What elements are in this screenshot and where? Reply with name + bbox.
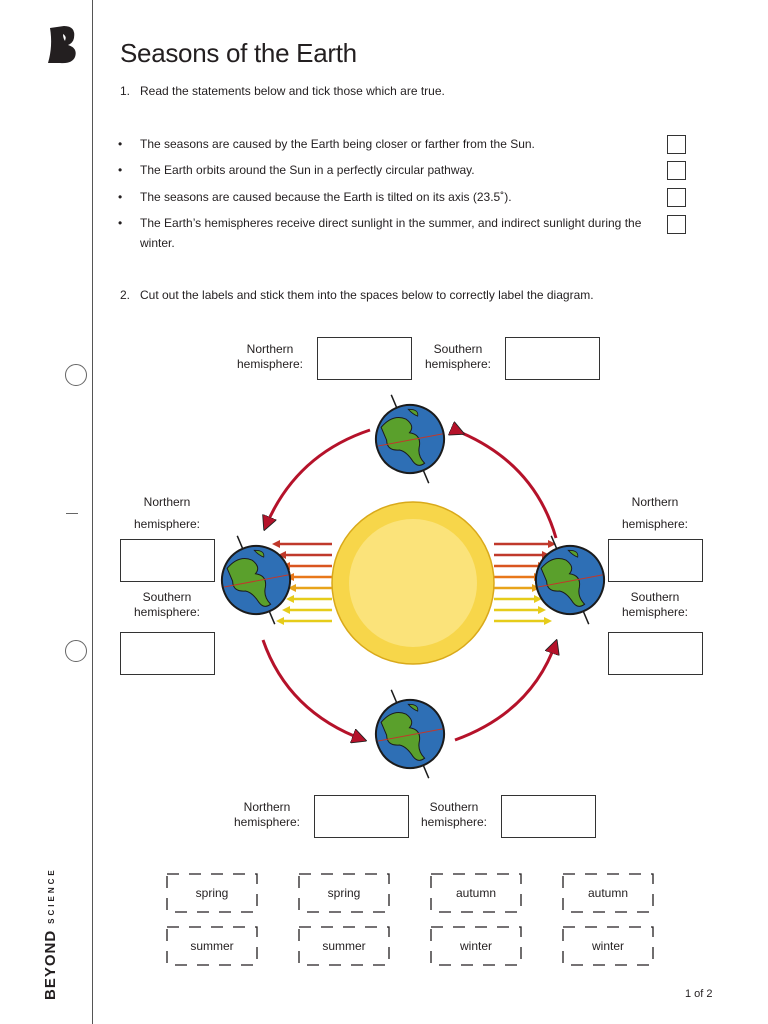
beyond-logo-icon — [48, 26, 76, 64]
sun-rays-right — [494, 540, 556, 625]
left-southern-label: Southern hemisphere: — [120, 590, 214, 620]
statement-text: The Earth’s hemispheres receive direct s… — [140, 216, 642, 250]
label-line: hemisphere: — [233, 815, 301, 829]
cutout-label-spring-2[interactable]: spring — [298, 873, 390, 913]
cutout-label-text: autumn — [455, 886, 497, 900]
cutout-label-text: summer — [322, 939, 366, 953]
question-text: Read the statements below and tick those… — [140, 84, 445, 98]
page-title: Seasons of the Earth — [120, 38, 357, 68]
earth-right — [524, 534, 616, 626]
binder-hole-bottom — [65, 640, 87, 662]
right-southern-label: Southern hemisphere: — [608, 590, 702, 620]
cutout-label-winter-2[interactable]: winter — [562, 926, 654, 966]
label-line: Southern — [433, 342, 483, 356]
question-2: 2. Cut out the labels and stick them into… — [120, 288, 594, 302]
question-number: 1. — [120, 84, 131, 98]
label-line: Southern — [142, 590, 192, 604]
label-line: Northern — [143, 495, 191, 509]
label-line: hemisphere: — [133, 605, 201, 619]
orbit-arrow-top-left — [265, 428, 371, 528]
margin-line — [92, 0, 93, 1024]
left-northern-answer-box[interactable] — [120, 539, 215, 582]
label-line: Northern — [246, 342, 294, 356]
left-northern-label: Northern hemisphere: — [120, 491, 214, 535]
question-number: 2. — [120, 288, 131, 302]
statement-4-checkbox[interactable] — [667, 215, 686, 234]
label-line: hemisphere: — [133, 517, 201, 531]
sun-rays-left — [272, 540, 332, 625]
label-line: Southern — [630, 590, 680, 604]
top-northern-answer-box[interactable] — [317, 337, 412, 380]
right-northern-answer-box[interactable] — [608, 539, 703, 582]
page-number: 1 of 2 — [685, 988, 713, 1000]
cutout-label-summer-1[interactable]: summer — [166, 926, 258, 966]
statement-2-checkbox[interactable] — [667, 161, 686, 180]
top-northern-label: Northern hemisphere: — [228, 342, 312, 372]
cutout-label-text: spring — [195, 886, 229, 900]
right-northern-label: Northern hemisphere: — [608, 491, 702, 535]
top-southern-label: Southern hemisphere: — [416, 342, 500, 372]
statement-text: The seasons are caused because the Earth… — [140, 190, 512, 204]
bottom-northern-answer-box[interactable] — [314, 795, 409, 838]
earth-top — [364, 393, 456, 485]
sun-core — [349, 519, 477, 647]
cutout-label-winter-1[interactable]: winter — [430, 926, 522, 966]
label-line: hemisphere: — [420, 815, 488, 829]
earth-bottom — [364, 688, 456, 780]
statement-1-checkbox[interactable] — [667, 135, 686, 154]
bullet: • — [118, 137, 123, 151]
cutout-label-text: autumn — [587, 886, 629, 900]
bullet: • — [118, 163, 123, 177]
binder-hole-top — [65, 364, 87, 386]
bullet: • — [118, 190, 123, 204]
top-southern-answer-box[interactable] — [505, 337, 600, 380]
orbit-arrow-top-right — [462, 433, 558, 539]
cutout-label-text: winter — [459, 939, 492, 953]
cutout-label-text: spring — [327, 886, 361, 900]
label-line: hemisphere: — [424, 357, 492, 371]
bottom-northern-label: Northern hemisphere: — [225, 800, 309, 830]
label-line: Southern — [429, 800, 479, 814]
bottom-southern-label: Southern hemisphere: — [412, 800, 496, 830]
orbit-arrow-bottom-right — [454, 642, 556, 742]
cutout-label-spring-1[interactable]: spring — [166, 873, 258, 913]
fold-mark — [66, 513, 78, 514]
cutout-label-autumn-2[interactable]: autumn — [562, 873, 654, 913]
label-line: hemisphere: — [621, 605, 689, 619]
cutout-label-text: summer — [190, 939, 234, 953]
label-line: Northern — [243, 800, 291, 814]
right-southern-answer-box[interactable] — [608, 632, 703, 675]
statement-text: The seasons are caused by the Earth bein… — [140, 137, 535, 151]
question-text: Cut out the labels and stick them into t… — [140, 288, 594, 302]
statement-3-checkbox[interactable] — [667, 188, 686, 207]
cutout-label-summer-2[interactable]: summer — [298, 926, 390, 966]
orbit-arrow-bottom-left — [261, 639, 364, 740]
earth-left — [210, 534, 302, 626]
bullet: • — [118, 216, 123, 230]
bottom-southern-answer-box[interactable] — [501, 795, 596, 838]
cutout-label-autumn-1[interactable]: autumn — [430, 873, 522, 913]
statement-text: The Earth orbits around the Sun in a per… — [140, 163, 475, 177]
label-line: hemisphere: — [621, 517, 689, 531]
cutout-label-text: winter — [591, 939, 624, 953]
label-line: Northern — [631, 495, 679, 509]
left-southern-answer-box[interactable] — [120, 632, 215, 675]
label-line: hemisphere: — [236, 357, 304, 371]
question-1: 1. Read the statements below and tick tho… — [120, 84, 445, 98]
